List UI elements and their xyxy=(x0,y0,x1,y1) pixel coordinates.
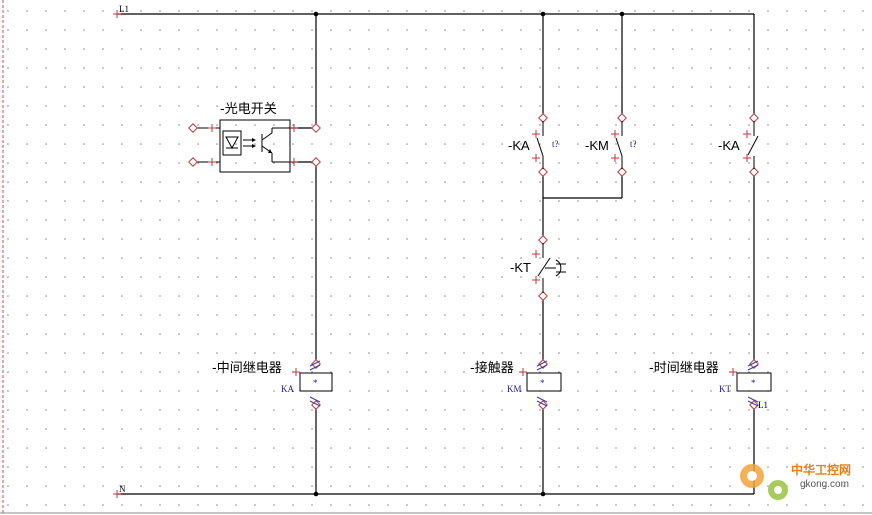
gear-icon xyxy=(740,464,788,500)
watermark-title: 中华工控网 xyxy=(791,462,851,477)
watermark-logo: 中华工控网 gkong.com xyxy=(740,462,851,500)
contact-ka-suffix: t? xyxy=(552,139,559,149)
coil-timer-terminal-label: L1 xyxy=(758,400,768,410)
contact-ka-timer: -KA xyxy=(718,113,759,177)
coil-timer-label: -时间继电器 xyxy=(649,361,719,376)
photoelectric-switch: -光电开关 xyxy=(188,102,321,173)
top-rail: L1 xyxy=(113,4,754,18)
coil-timer-tag: KT xyxy=(719,384,731,394)
coil-contactor-star: * xyxy=(540,378,545,388)
terminal xyxy=(311,123,321,133)
contact-ka-main: -KA t? xyxy=(508,113,559,177)
coil-relay-tag: KA xyxy=(281,384,294,394)
terminal xyxy=(311,157,321,167)
contact-ka-label: -KA xyxy=(508,138,530,153)
branch-relay-wires xyxy=(290,14,317,494)
coil-contactor-label: -接触器 xyxy=(470,360,514,376)
coil-relay-label: -中间继电器 xyxy=(212,361,282,376)
contact-km-suffix: t? xyxy=(630,139,637,149)
photoswitch-label: -光电开关 xyxy=(220,102,277,117)
contact-kt-label: -KT xyxy=(510,260,531,275)
coil-time-relay: * -时间继电器 KT L1 xyxy=(649,359,772,410)
coil-intermediate-relay: * -中间继电器 KA xyxy=(212,359,333,410)
top-rail-label: L1 xyxy=(119,4,129,14)
watermark-url: gkong.com xyxy=(800,479,849,490)
coil-contactor: * -接触器 KM xyxy=(470,359,562,410)
contact-km-label: -KM xyxy=(585,138,609,153)
coil-contactor-tag: KM xyxy=(507,384,522,394)
contact-kt-timed: -KT xyxy=(510,235,566,301)
bottom-rail: N xyxy=(113,484,754,498)
terminal xyxy=(188,157,198,167)
coil-relay-star: * xyxy=(313,378,318,388)
bottom-rail-label: N xyxy=(119,484,126,494)
contact-km: -KM t? xyxy=(585,113,637,177)
terminal xyxy=(188,123,198,133)
coil-timer-star: * xyxy=(751,378,756,388)
contact-ka-timer-label: -KA xyxy=(718,138,740,153)
